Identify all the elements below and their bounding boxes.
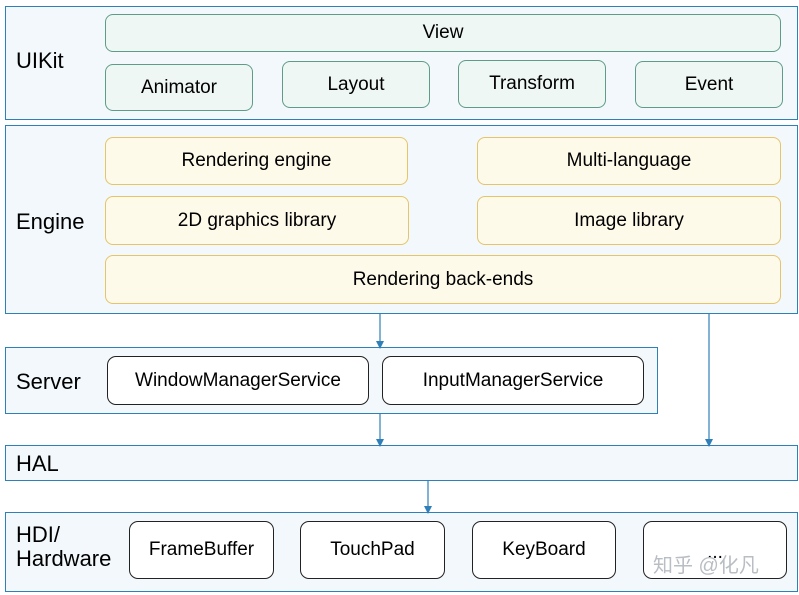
input-manager-service-box: InputManagerService <box>382 356 644 405</box>
watermark-text: 知乎 @化凡 <box>653 555 759 577</box>
layout-box: Layout <box>282 61 430 108</box>
animator-box: Animator <box>105 64 253 111</box>
framebuffer-box: FrameBuffer <box>129 521 274 579</box>
view-box: View <box>105 14 781 52</box>
rendering-backends-box: Rendering back-ends <box>105 255 781 304</box>
image-library-box: Image library <box>477 196 781 245</box>
more-devices-box: ... <box>643 521 787 579</box>
window-manager-service-box: WindowManagerService <box>107 356 369 405</box>
rendering-engine-box: Rendering engine <box>105 137 408 185</box>
multi-language-box: Multi-language <box>477 137 781 185</box>
graphics-2d-library-box: 2D graphics library <box>105 196 409 245</box>
server-layer-label: Server <box>16 369 81 394</box>
uikit-layer-label: UIKit <box>16 48 64 73</box>
hdi-hardware-layer-label: HDI/ Hardware <box>16 522 112 571</box>
event-box: Event <box>635 61 783 108</box>
hal-layer-label: HAL <box>16 451 59 476</box>
transform-box: Transform <box>458 60 606 108</box>
keyboard-box: KeyBoard <box>472 521 616 579</box>
engine-layer-label: Engine <box>16 209 85 234</box>
touchpad-box: TouchPad <box>300 521 445 579</box>
hal-layer: HAL <box>5 445 798 481</box>
